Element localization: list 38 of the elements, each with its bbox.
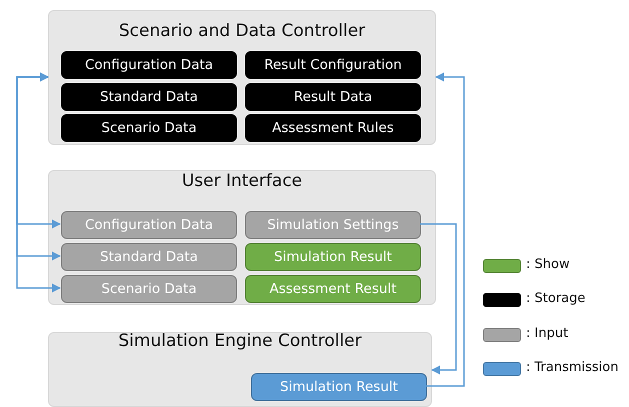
panel-title: Simulation Engine Controller [117, 331, 363, 351]
arrow [426, 72, 465, 387]
box-label: Standard Data [100, 249, 198, 265]
panel-title: User Interface [180, 171, 304, 191]
data-box [61, 51, 237, 79]
component-panel [48, 170, 436, 305]
box-label: Assessment Result [270, 281, 396, 297]
data-box [245, 243, 421, 271]
data-box [245, 275, 421, 303]
data-box [61, 275, 237, 303]
data-box [61, 114, 237, 142]
box-label: Standard Data [100, 89, 198, 105]
box-label: Simulation Result [280, 379, 398, 395]
data-box [245, 114, 421, 142]
legend-label: : Show [526, 257, 570, 272]
box-label: Scenario Data [101, 120, 197, 136]
box-label: Result Configuration [264, 57, 402, 73]
legend-label: : Input [526, 326, 568, 341]
component-panel [48, 10, 436, 145]
box-label: Simulation Result [274, 249, 392, 265]
legend-label: : Transmission [526, 360, 618, 375]
panel-title: Scenario and Data Controller [118, 21, 366, 41]
box-label: Scenario Data [101, 281, 197, 297]
component-panel [48, 332, 432, 407]
box-label: Configuration Data [84, 57, 214, 73]
box-label: Assessment Rules [272, 120, 394, 136]
data-box [245, 211, 421, 239]
arrow [420, 223, 457, 374]
data-box [61, 243, 237, 271]
box-label: Result Data [294, 89, 372, 105]
data-box [245, 51, 421, 79]
box-label: Configuration Data [84, 217, 214, 233]
legend-label: : Storage [526, 291, 586, 306]
box-label: Simulation Settings [267, 217, 399, 233]
data-box [245, 83, 421, 111]
data-box [61, 211, 237, 239]
data-box [61, 83, 237, 111]
data-box [251, 373, 427, 401]
